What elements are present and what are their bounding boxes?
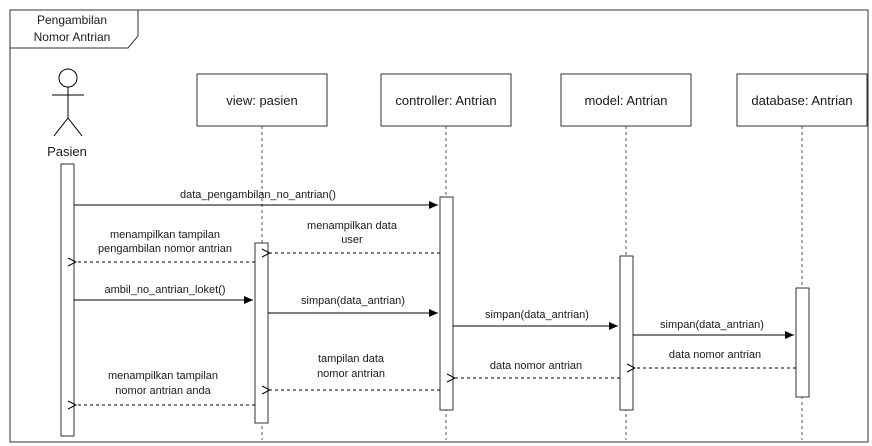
message-label-7: simpan(data_antrian)	[660, 319, 764, 331]
message-label-6: simpan(data_antrian)	[485, 309, 589, 321]
lifeline-box-controller	[380, 73, 512, 127]
activation-model	[619, 255, 634, 411]
lifeline-box-database	[736, 73, 868, 127]
lifeline-box-model	[560, 73, 692, 127]
lifelines	[261, 126, 803, 440]
message-label-3b: pengambilan nomor antrian	[98, 243, 232, 255]
activation-pasien	[60, 163, 75, 437]
frame-title-line2: Nomor Antrian	[34, 30, 111, 44]
message-label-11a: menampilkan tampilan	[108, 370, 218, 382]
frame-tab	[10, 10, 139, 49]
message-label-8: data nomor antrian	[669, 349, 761, 361]
message-label-2a: menampilkan data	[307, 220, 398, 232]
lifeline-label-database: database: Antrian	[751, 93, 852, 108]
message-label-1: data_pengambilan_no_antrian()	[180, 189, 336, 201]
message-label-11b: nomor antrian anda	[115, 385, 211, 397]
activation-view	[254, 242, 269, 424]
activation-database	[795, 287, 810, 398]
lifeline-box-view	[196, 73, 328, 127]
message-label-9: data nomor antrian	[490, 360, 582, 372]
message-label-4: ambil_no_antrian_loket()	[104, 284, 225, 296]
message-label-5: simpan(data_antrian)	[301, 295, 405, 307]
frame-border	[9, 9, 869, 443]
message-label-2b: user	[341, 234, 363, 246]
activation-controller	[439, 196, 454, 411]
actor-label: Pasien	[47, 144, 87, 159]
frame-title-line1: Pengambilan	[37, 13, 107, 27]
message-label-10b: nomor antrian	[317, 368, 385, 380]
lifeline-label-view: view: pasien	[226, 93, 298, 108]
actor-pasien	[52, 68, 84, 137]
lifeline-label-model: model: Antrian	[584, 93, 667, 108]
message-label-3a: menampilkan tampilan	[110, 229, 220, 241]
lifeline-label-controller: controller: Antrian	[395, 93, 496, 108]
message-label-10a: tampilan data	[318, 353, 385, 365]
